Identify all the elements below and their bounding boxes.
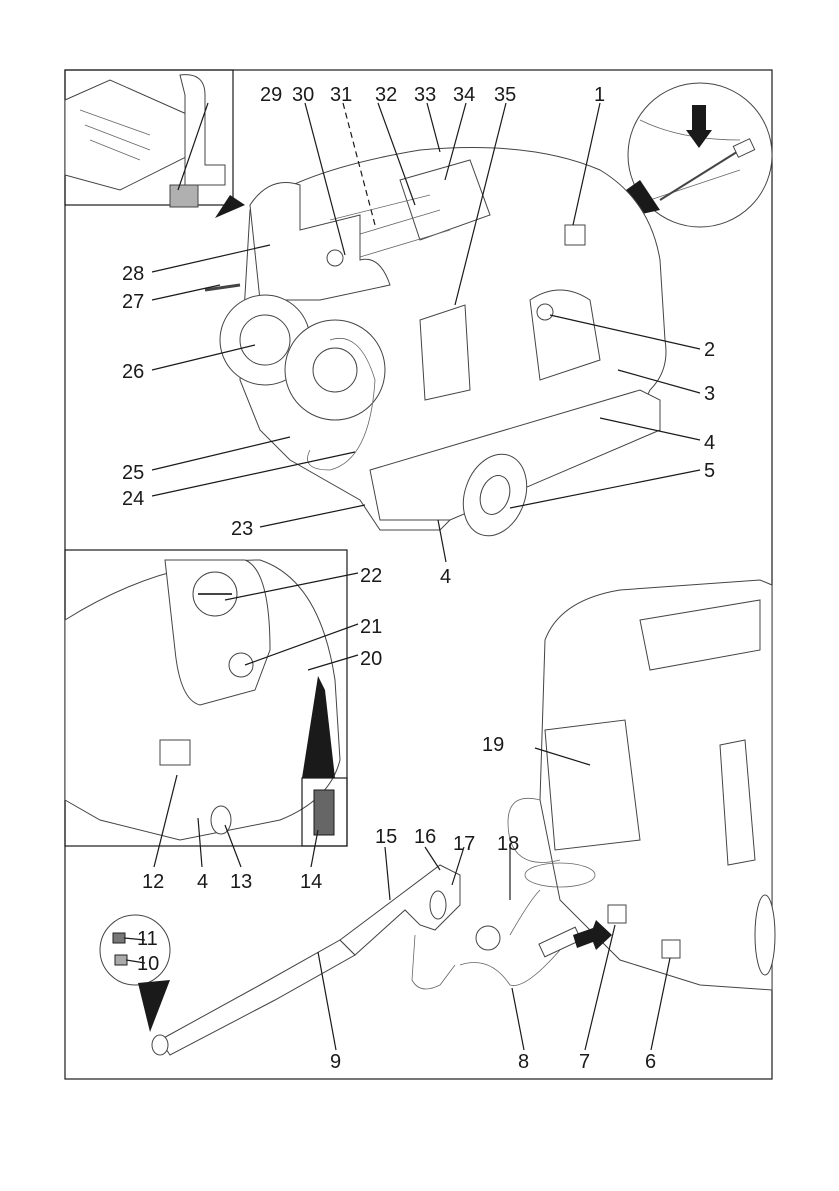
accessory-holder	[544, 719, 641, 851]
leader-lines	[123, 102, 701, 1051]
callout-31: 31	[330, 84, 352, 106]
callout-25: 25	[122, 462, 144, 484]
high-pressure-connection	[607, 904, 627, 924]
callout-8: 8	[518, 1051, 529, 1073]
callout-5: 5	[704, 460, 715, 482]
callout-24: 24	[122, 488, 144, 510]
detergent-tank	[419, 304, 471, 401]
callout-2: 2	[704, 339, 715, 361]
power-plug	[475, 925, 501, 951]
detergent-dosing-valve	[228, 652, 254, 678]
callout-3: 3	[704, 383, 715, 405]
callout-30: 30	[292, 84, 314, 106]
callout-27: 27	[122, 291, 144, 313]
callout-12: 12	[142, 871, 164, 893]
callout-7: 7	[579, 1051, 590, 1073]
callout-22: 22	[360, 565, 382, 587]
nozzle-detail-circle	[99, 914, 171, 986]
callout-6: 6	[645, 1051, 656, 1073]
callout-29: 29	[260, 84, 282, 106]
inset-front-view	[64, 549, 348, 847]
callout-18: 18	[497, 833, 519, 855]
callout-13: 13	[230, 871, 252, 893]
push-handle	[249, 182, 391, 301]
caster-wheel	[210, 805, 232, 835]
callout-10: 10	[137, 953, 159, 975]
callout-11: 11	[137, 928, 158, 950]
callout-32: 32	[375, 84, 397, 106]
type-plate	[169, 184, 199, 208]
callout-28: 28	[122, 263, 144, 285]
callout-4: 4	[704, 432, 715, 454]
machine-rear-view	[507, 579, 776, 991]
fuel-filter	[313, 789, 335, 836]
machine-main-view	[204, 147, 667, 537]
accessories	[99, 864, 612, 1056]
callout-9: 9	[330, 1051, 341, 1073]
callout-14: 14	[300, 871, 322, 893]
callout-1: 1	[594, 84, 605, 106]
callout-26: 26	[122, 361, 144, 383]
callout-labels: 29 30 31 32 33 34 35 1 28 27 26 2 3 4 5 …	[122, 84, 715, 1073]
callout-16: 16	[414, 826, 436, 848]
callout-17: 17	[453, 833, 475, 855]
callout-4: 4	[440, 566, 451, 588]
nozzle	[151, 1034, 169, 1056]
callout-19: 19	[482, 734, 504, 756]
callout-34: 34	[453, 84, 475, 106]
callout-23: 23	[231, 518, 253, 540]
inset-type-plate	[64, 69, 245, 218]
callout-20: 20	[360, 648, 382, 670]
callout-33: 33	[414, 84, 436, 106]
fuel-tank-opening	[399, 159, 491, 241]
callout-21: 21	[360, 616, 382, 638]
callout-4: 4	[197, 871, 208, 893]
trigger-gun	[339, 864, 461, 956]
callout-35: 35	[494, 84, 516, 106]
callout-15: 15	[375, 826, 397, 848]
water-connection	[661, 939, 681, 959]
